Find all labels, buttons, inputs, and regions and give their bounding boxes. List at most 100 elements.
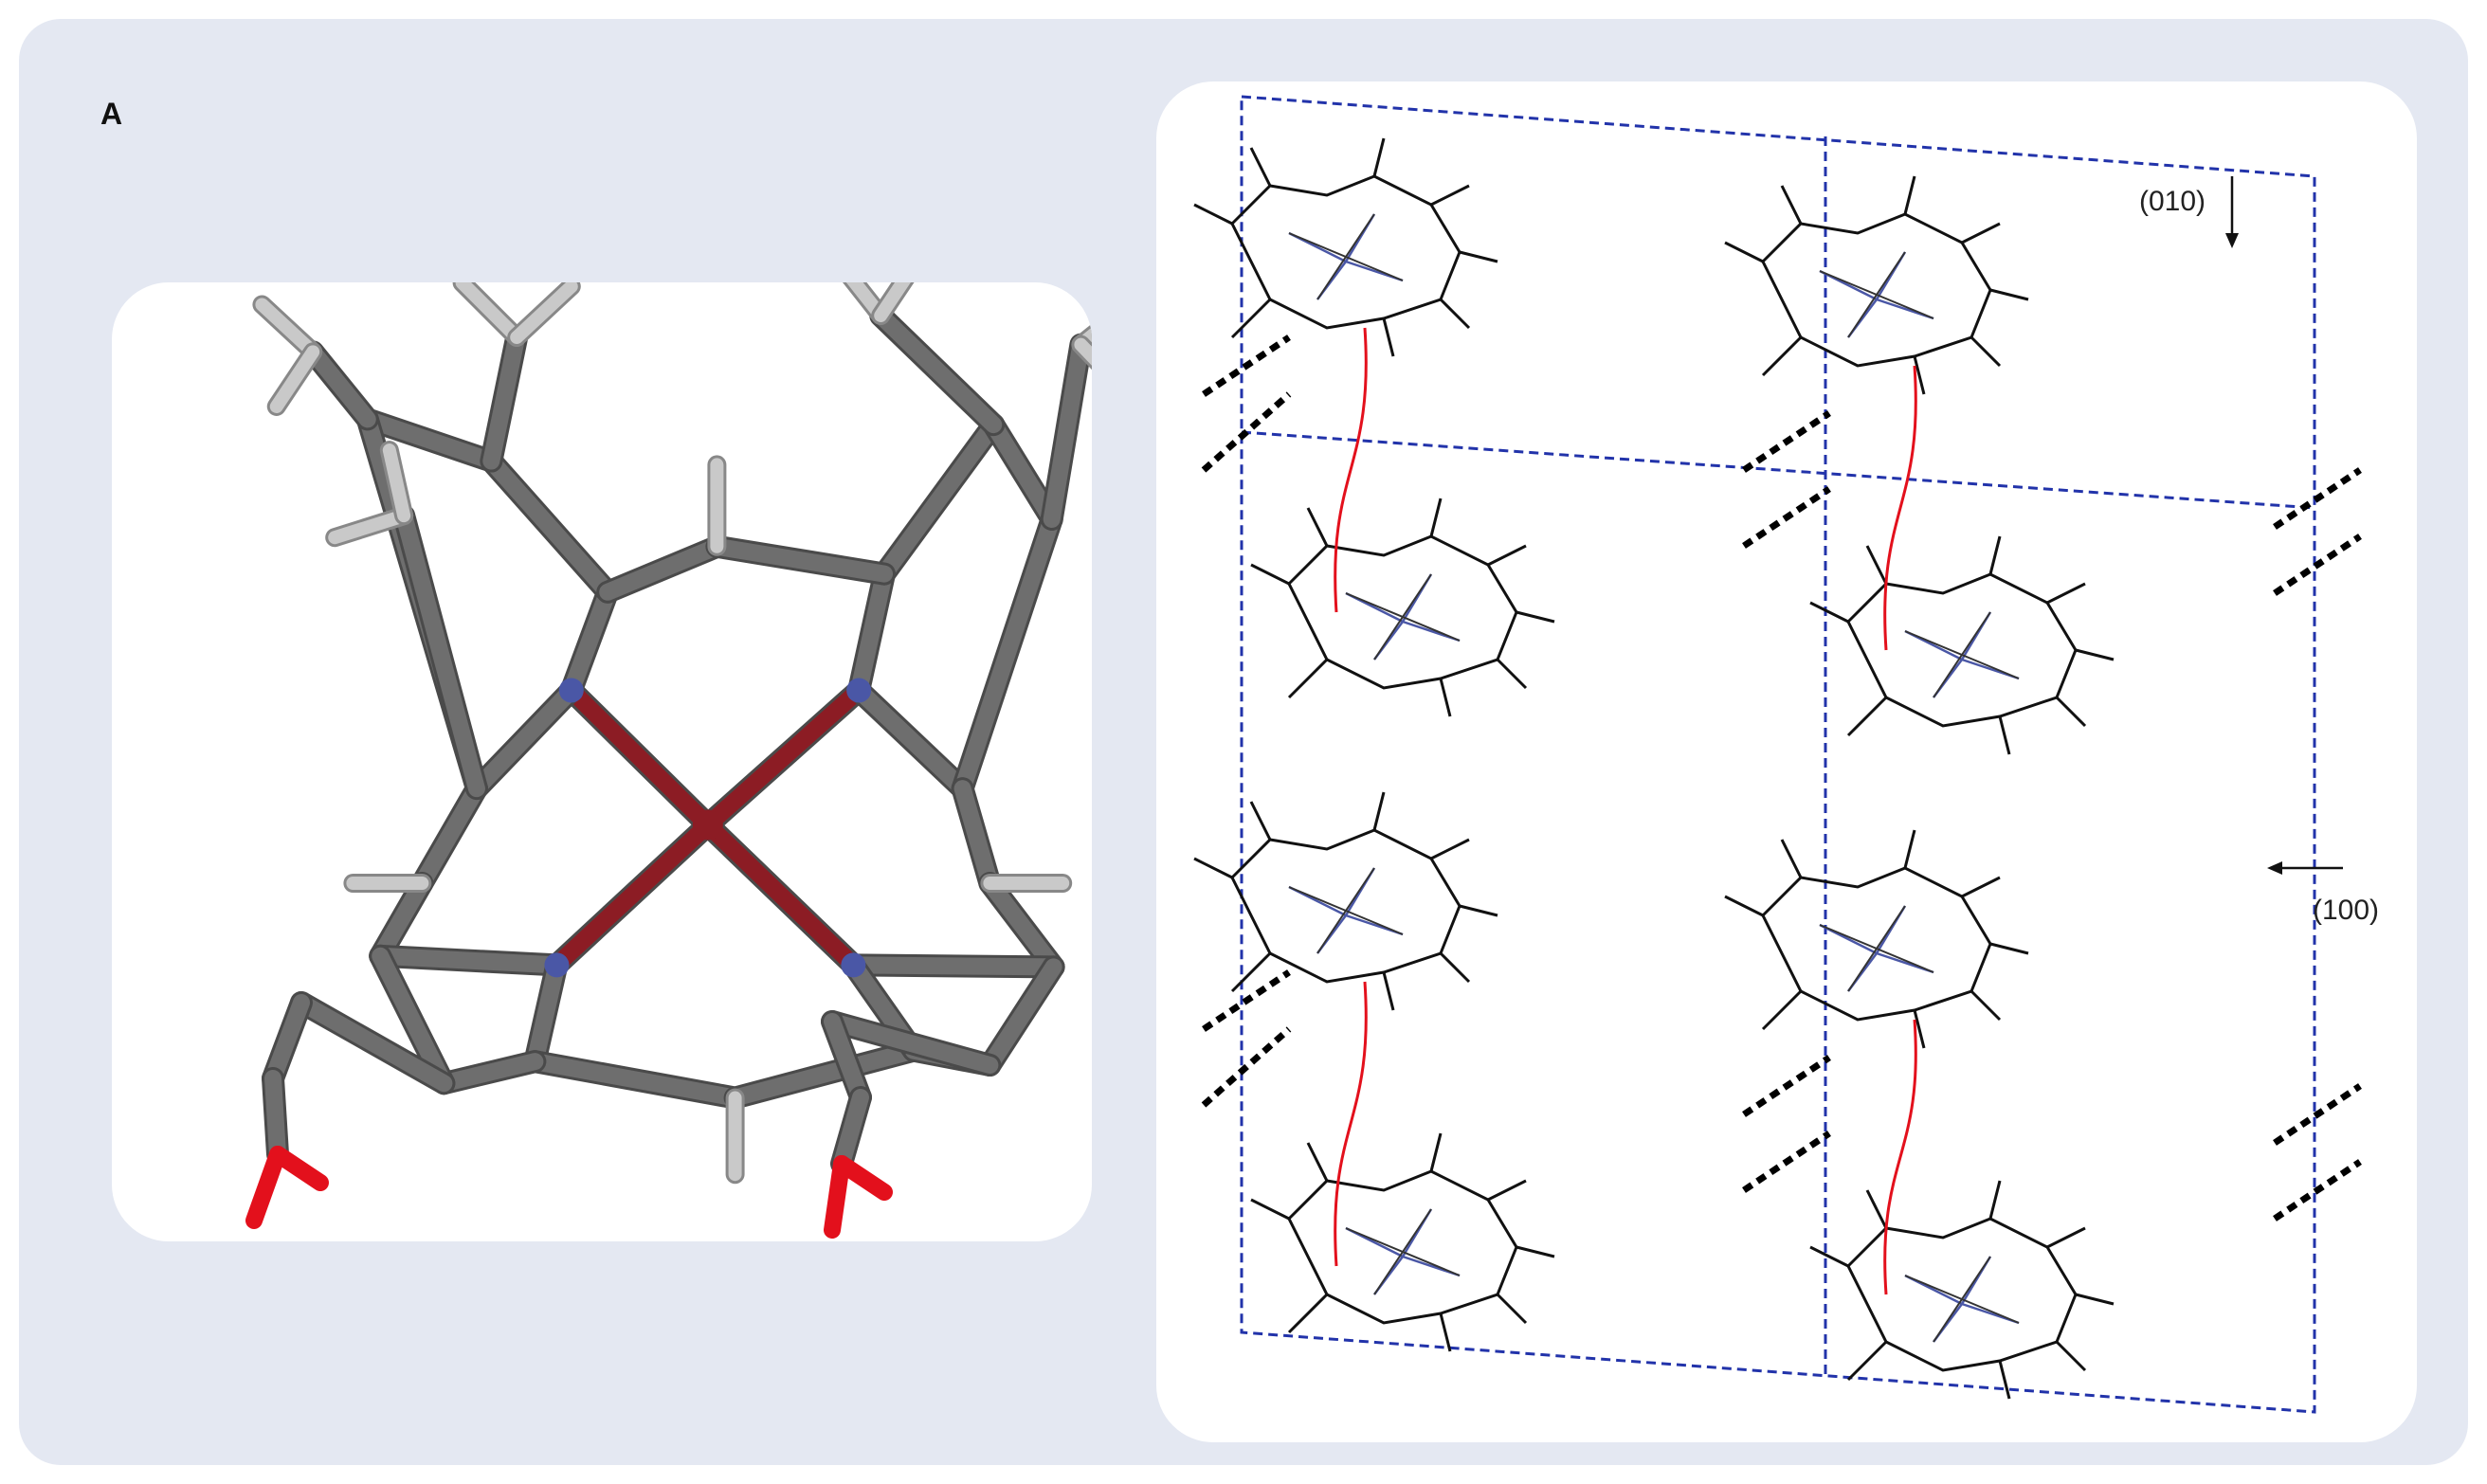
bond (726, 1041, 922, 1107)
diagonal-bond (1847, 905, 1906, 992)
substituent (1372, 137, 1386, 177)
direction-arrow-100-head (2267, 861, 2282, 875)
carboxyl-link (1883, 365, 1917, 651)
substituent (1516, 610, 1555, 624)
substituent (1761, 335, 1803, 377)
substituent (1970, 989, 2002, 1022)
bond (435, 1053, 544, 1093)
substituent (1250, 1198, 1290, 1221)
figure-frame: A B (010) (100) (19, 19, 2468, 1465)
substituent (1249, 801, 1272, 841)
bond (482, 452, 617, 601)
bond (1043, 335, 1090, 528)
porphyrin-molecule (1724, 829, 2029, 1049)
bond (844, 956, 1062, 976)
hydrogen-bond (1202, 335, 1291, 397)
substituent (1516, 1245, 1555, 1258)
bond (981, 958, 1062, 1074)
packing-diagram: (010) (100) (1193, 95, 2379, 1414)
metal-atom (692, 809, 723, 841)
diagonal-bond (1373, 573, 1432, 661)
substituent (1903, 829, 1916, 869)
bond (467, 681, 580, 798)
diagonal-bond (1847, 251, 1906, 338)
porphyrin-molecule (1809, 535, 2115, 755)
hydrogen-stick (1074, 337, 1092, 366)
nitrogen-atom (558, 678, 584, 703)
chain-bond (293, 994, 453, 1093)
substituent (1487, 1179, 1527, 1202)
chain-bond (824, 1013, 999, 1074)
substituent (1306, 1142, 1329, 1182)
bond (953, 780, 999, 892)
substituent (1989, 288, 2029, 301)
substituent (2055, 1340, 2087, 1372)
hydrogen-bond (1742, 486, 1831, 549)
bond (699, 681, 868, 834)
substituent (2075, 1293, 2115, 1306)
substituent (1724, 241, 1764, 263)
bond (953, 511, 1061, 798)
bond (395, 507, 485, 798)
carboxyl-link (1334, 981, 1368, 1267)
substituent (1913, 1009, 1926, 1049)
substituent (1988, 535, 2002, 575)
porphyrin-molecule (1809, 1180, 2115, 1400)
substituent (1865, 545, 1888, 585)
substituent (1429, 1132, 1443, 1172)
hydrogen-bond (1742, 410, 1831, 473)
substituent (1382, 971, 1395, 1011)
hydrogen-bond (1201, 391, 1292, 473)
atoms (544, 678, 872, 978)
direction-arrow-010-head (2225, 233, 2239, 248)
nitrogen-atom (544, 952, 570, 978)
substituent (1287, 1293, 1329, 1334)
substituent (1430, 184, 1470, 207)
carboxyl-oxygen (824, 1155, 850, 1239)
bond (304, 343, 376, 428)
bond (358, 410, 500, 470)
substituent (1372, 791, 1386, 831)
molecule-stick-model-panel (112, 282, 1092, 1241)
bond (599, 537, 726, 601)
stick-model (245, 282, 1092, 1239)
chain-bond (264, 994, 310, 1087)
substituent (1761, 989, 1803, 1031)
bond (708, 537, 894, 583)
chain-bond (264, 1070, 286, 1163)
substituent (1439, 951, 1471, 984)
carboxyl-link (1883, 1019, 1917, 1295)
substituent (1998, 715, 2011, 755)
substituent (1913, 355, 1926, 395)
carboxyl-link (1334, 327, 1368, 613)
hydrogen-bond (1742, 1131, 1831, 1193)
bond (372, 947, 453, 1093)
substituent (1306, 507, 1329, 547)
carboxyl-oxygen (833, 1155, 893, 1201)
unit-cell-outline (1240, 95, 2316, 1414)
carboxyl-oxygen (269, 1146, 329, 1191)
substituent (1961, 876, 2001, 898)
bond (526, 956, 566, 1071)
diagonal-bond (1316, 213, 1375, 300)
porphyrin-molecule (1193, 791, 1498, 1011)
bond (850, 565, 894, 699)
hydrogen-stick (382, 443, 411, 523)
hydrogen-stick (1074, 327, 1092, 352)
carboxyl-oxygen (245, 1146, 286, 1229)
substituent (1249, 147, 1272, 187)
bonds (245, 282, 1092, 1239)
substituent (1496, 1293, 1528, 1325)
hydrogen-stick (269, 345, 320, 413)
hydrogen-bond (1201, 1026, 1292, 1108)
hydrogen-bond (2273, 1083, 2362, 1146)
substituent (1439, 298, 1471, 330)
hydrogen-bond (2273, 1159, 2362, 1222)
chain-bond (824, 1013, 869, 1106)
substituent (2075, 648, 2115, 661)
substituent (1724, 895, 1764, 917)
bond (850, 681, 971, 798)
substituent (1459, 250, 1498, 263)
substituent (1809, 1245, 1849, 1268)
substituent (1970, 335, 2002, 368)
